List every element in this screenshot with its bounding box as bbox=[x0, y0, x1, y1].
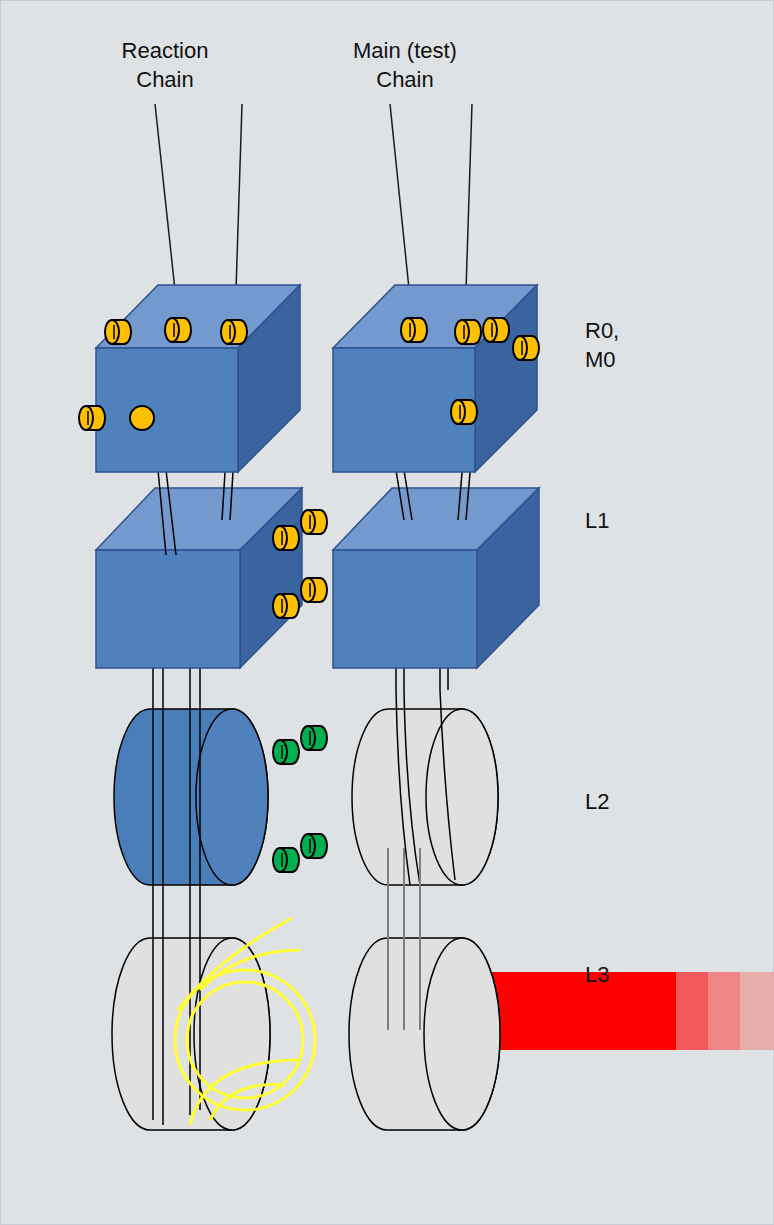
magnets bbox=[79, 318, 539, 872]
magnet bbox=[273, 848, 299, 872]
magnet bbox=[513, 336, 539, 360]
l2-masses bbox=[114, 709, 498, 885]
l3-fibres bbox=[388, 848, 420, 1030]
magnet bbox=[301, 726, 327, 750]
laser-beam bbox=[488, 972, 774, 1050]
magnet bbox=[301, 834, 327, 858]
magnet bbox=[165, 318, 191, 342]
chain-label: Main (test) Chain bbox=[338, 36, 473, 94]
l3-masses bbox=[112, 938, 500, 1130]
magnet bbox=[455, 320, 481, 344]
magnet bbox=[221, 320, 247, 344]
suspension-wires bbox=[153, 668, 455, 1125]
magnet bbox=[273, 594, 299, 618]
magnet bbox=[273, 740, 299, 764]
magnet bbox=[451, 400, 477, 424]
magnet bbox=[301, 510, 327, 534]
stage-label: R0, M0 bbox=[585, 316, 635, 374]
stage-label: L2 bbox=[585, 787, 645, 816]
magnet bbox=[105, 320, 131, 344]
face-on-magnet bbox=[130, 406, 154, 430]
stage-label: L1 bbox=[585, 506, 645, 535]
ring-electrode bbox=[175, 918, 315, 1125]
magnet bbox=[401, 318, 427, 342]
magnet bbox=[79, 406, 105, 430]
magnet bbox=[273, 526, 299, 550]
stage-label: L3 bbox=[585, 960, 645, 989]
magnet bbox=[483, 318, 509, 342]
chain-label: Reaction Chain bbox=[100, 36, 230, 94]
top-masses bbox=[96, 285, 537, 472]
magnet bbox=[301, 578, 327, 602]
